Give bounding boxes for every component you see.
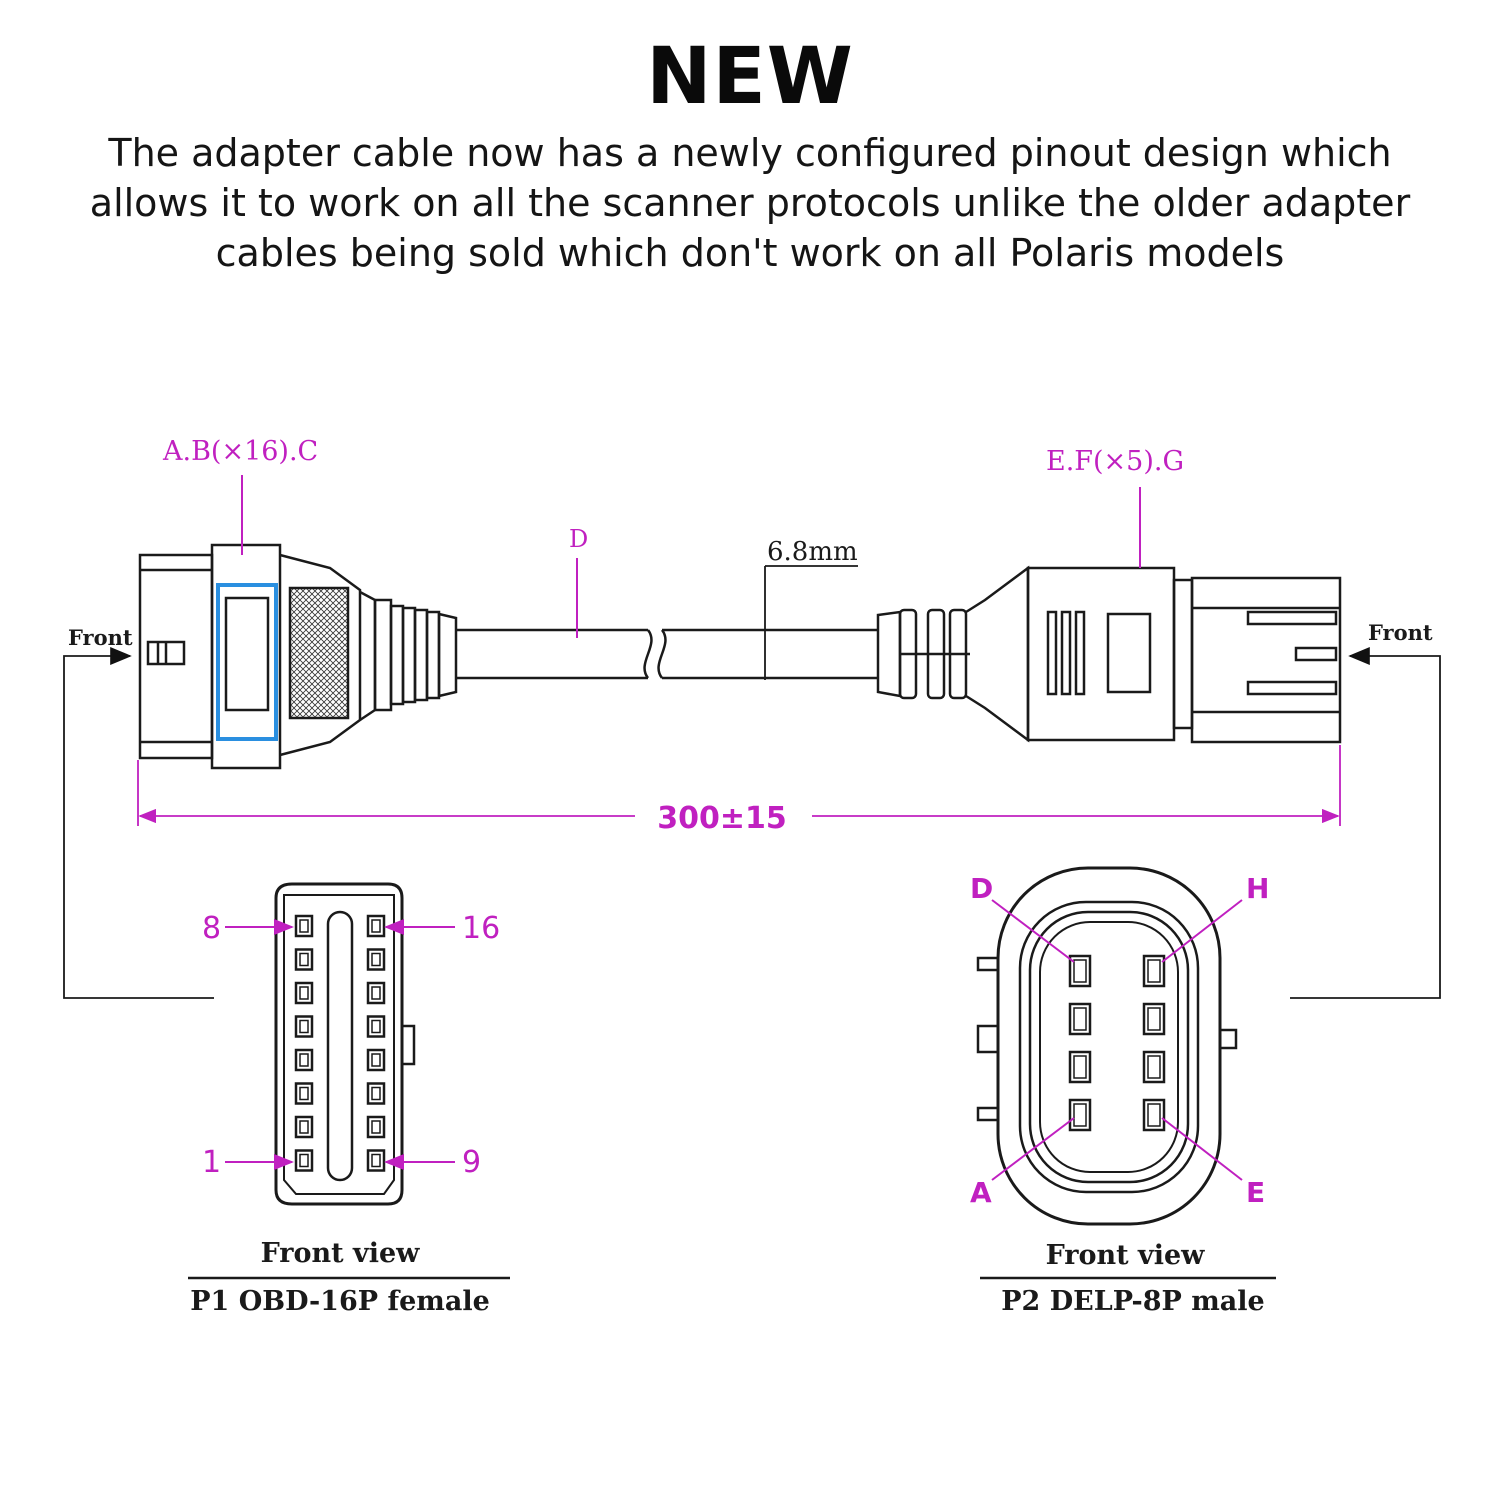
description: The adapter cable now has a newly config…	[89, 131, 1411, 275]
p1-pin-cavity	[366, 948, 386, 971]
obd-connector-side-view	[138, 543, 458, 770]
front-leaders: Front Front	[63, 620, 1441, 999]
length-dimension: 300±15	[137, 745, 1341, 836]
p1-pin-9-label: 9	[462, 1145, 481, 1180]
p2-front-view: D H A E Front view P2 DELP-8P male	[970, 866, 1276, 1317]
p1-pin-cavity	[366, 1082, 386, 1105]
p1-pin-1-label: 1	[202, 1145, 221, 1180]
callouts: A.B(×16).C E.F(×5).G D 6.8mm	[162, 436, 1184, 680]
p1-pin-cavity	[294, 1149, 314, 1172]
p2-view-label: Front view	[1046, 1240, 1206, 1271]
p1-pin-cavity	[366, 914, 386, 938]
p1-pin-cavity	[294, 1115, 314, 1139]
p1-pin-8-label: 8	[202, 911, 221, 946]
p1-pin-cavity	[366, 981, 386, 1005]
p2-pin-cavity	[1068, 1098, 1092, 1132]
p1-pin-cavity	[294, 914, 314, 938]
p2-pin-cavity	[1142, 1098, 1166, 1132]
cable-callout: D	[569, 525, 588, 553]
p2-pin-cavity	[1068, 1002, 1092, 1036]
cable	[456, 628, 878, 680]
cable-diameter-label: 6.8mm	[767, 537, 858, 567]
p2-pin-e-label: E	[1246, 1176, 1265, 1209]
overall-length-label: 300±15	[657, 801, 787, 836]
p2-pin-cavity	[1142, 1050, 1166, 1084]
delphi-connector-side-view	[876, 565, 1342, 744]
p1-pin-cavity	[366, 1015, 386, 1038]
p2-pin-cavity	[1142, 954, 1166, 988]
p2-pin-cavity	[1068, 1050, 1092, 1084]
p1-pin-cavity	[294, 1048, 314, 1072]
p1-pin-cavity	[366, 1149, 386, 1172]
right-front-label: Front	[1368, 620, 1433, 645]
p2-pin-cavity	[1142, 1002, 1166, 1036]
p2-pin-a-label: A	[970, 1176, 992, 1209]
right-connector-callout: E.F(×5).G	[1046, 446, 1184, 477]
p2-pin-h-label: H	[1246, 872, 1269, 905]
left-front-label: Front	[68, 625, 133, 650]
p1-pin-cavity	[294, 1082, 314, 1105]
p1-pin-16-label: 16	[462, 911, 500, 946]
p2-pin-cavity	[1068, 954, 1092, 988]
p1-name: P1 OBD-16P female	[190, 1286, 490, 1317]
p1-pin-cavity	[294, 948, 314, 971]
p2-pin-d-label: D	[970, 872, 993, 905]
p1-pin-cavity	[294, 981, 314, 1005]
p1-front-view: 8 16 1 9 Front view P1 OBD-16P female	[188, 882, 510, 1317]
headline: NEW	[646, 32, 854, 122]
p1-pin-cavity	[366, 1115, 386, 1139]
highlight-box	[216, 583, 278, 741]
p2-name: P2 DELP-8P male	[1001, 1286, 1265, 1317]
left-connector-callout: A.B(×16).C	[162, 436, 318, 467]
p1-view-label: Front view	[261, 1238, 421, 1269]
p1-pin-cavity	[294, 1015, 314, 1038]
p1-pin-cavity	[366, 1048, 386, 1072]
